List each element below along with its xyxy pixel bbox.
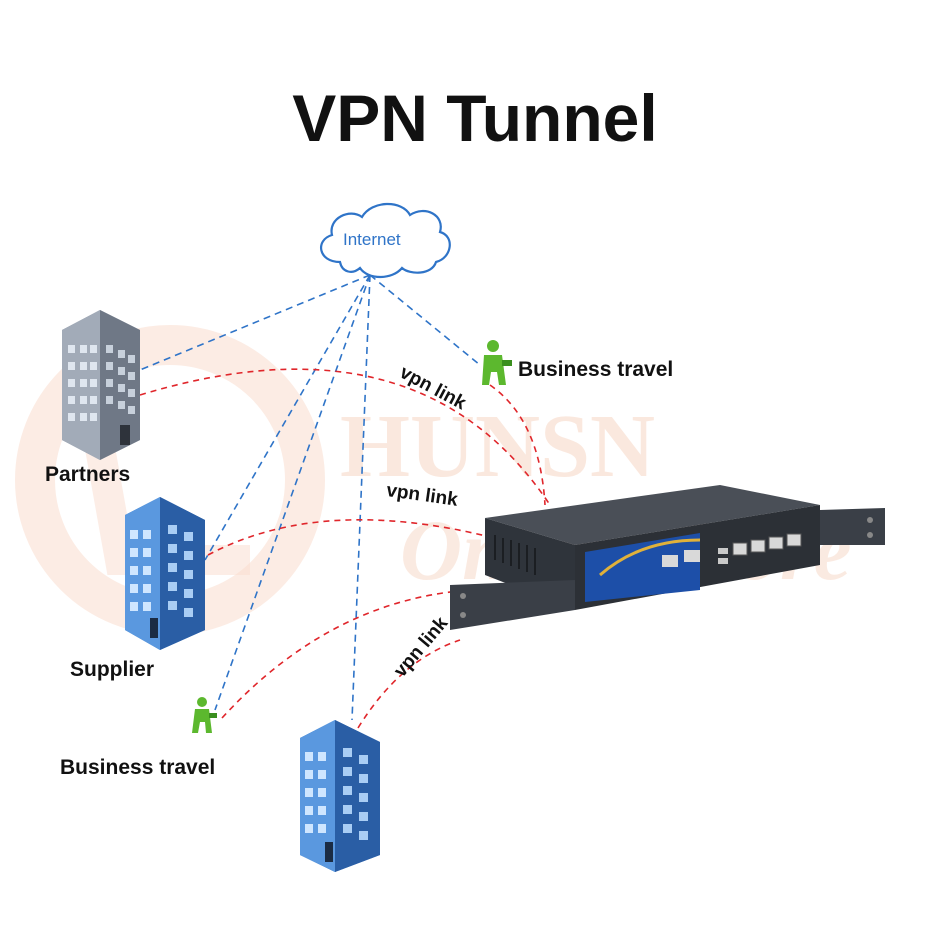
watermark-brand: HUNSN [340,397,656,496]
internet-links [139,274,481,721]
vpn-links [139,368,551,729]
supplier-label: Supplier [70,658,155,681]
cloud-icon [320,202,451,279]
internet-label: Internet [343,230,401,249]
partners-building-icon [62,310,140,460]
vpn-link-branch [357,639,461,729]
business-traveler-left-icon [192,697,217,733]
vpn-link-business-travel-left [221,589,471,719]
page-title: VPN Tunnel [292,81,658,155]
firewall-appliance-icon [450,485,885,630]
partners-label: Partners [45,463,131,486]
vpn-link-partners [139,368,551,506]
internet-link-branch [351,274,371,721]
business-traveler-right-icon [482,340,512,385]
branch-building-icon [300,720,380,872]
supplier-building-icon [125,497,205,650]
business-travel-left-label: Business travel [60,756,216,779]
business-travel-right-label: Business travel [518,358,674,381]
vpn-link-business-travel-right [489,384,546,506]
internet-link-business-travel-right [369,274,481,366]
internet-link-business-travel-left [214,274,371,711]
vpn-link-supplier [207,519,521,556]
internet-link-partners [139,274,371,371]
internet-link-supplier [204,274,371,561]
